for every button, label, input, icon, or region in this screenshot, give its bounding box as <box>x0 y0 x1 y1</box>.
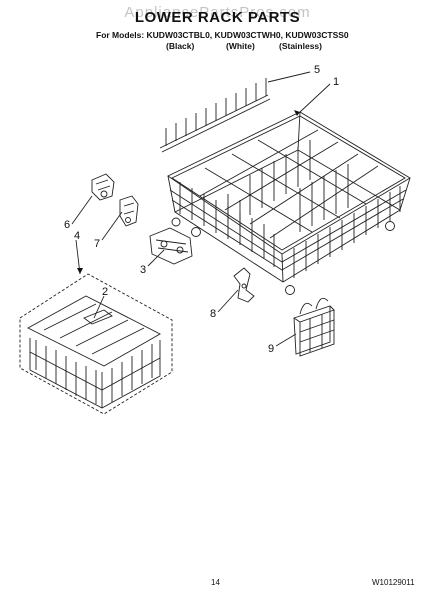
callout-3: 3 <box>140 264 147 276</box>
clip-part-7 <box>119 195 139 227</box>
callout-5: 5 <box>314 64 321 76</box>
callout-1: 1 <box>333 76 340 88</box>
lower-rack-part <box>167 111 411 295</box>
tine-row-part <box>159 78 271 153</box>
document-number: W10129011 <box>372 578 415 587</box>
bracket-part-8 <box>233 267 255 303</box>
models-line: For Models: KUDW03CTBL0, KUDW03CTWH0, KU… <box>96 30 349 40</box>
variant-stainless: (Stainless) <box>279 41 322 51</box>
clip-part-6 <box>91 173 115 201</box>
small-basket-part-9 <box>293 297 335 357</box>
callout-6: 6 <box>64 219 71 231</box>
callout-2: 2 <box>102 286 109 298</box>
callout-4: 4 <box>74 230 81 242</box>
variant-white: (White) <box>226 41 255 51</box>
page-number: 14 <box>211 578 220 587</box>
variant-black: (Black) <box>166 41 195 51</box>
watermark: AppliancePartsPros.com <box>124 4 311 21</box>
bracket-part-3 <box>149 227 193 265</box>
arrow-head-icon <box>77 268 83 274</box>
silverware-basket-part-4 <box>19 273 173 415</box>
callout-8: 8 <box>210 308 217 320</box>
callout-9: 9 <box>268 343 275 355</box>
arrow-head-icon <box>294 110 300 116</box>
callout-7: 7 <box>94 238 101 250</box>
leader-lines <box>71 71 331 347</box>
page-title: LOWER RACK PARTS <box>134 9 301 26</box>
